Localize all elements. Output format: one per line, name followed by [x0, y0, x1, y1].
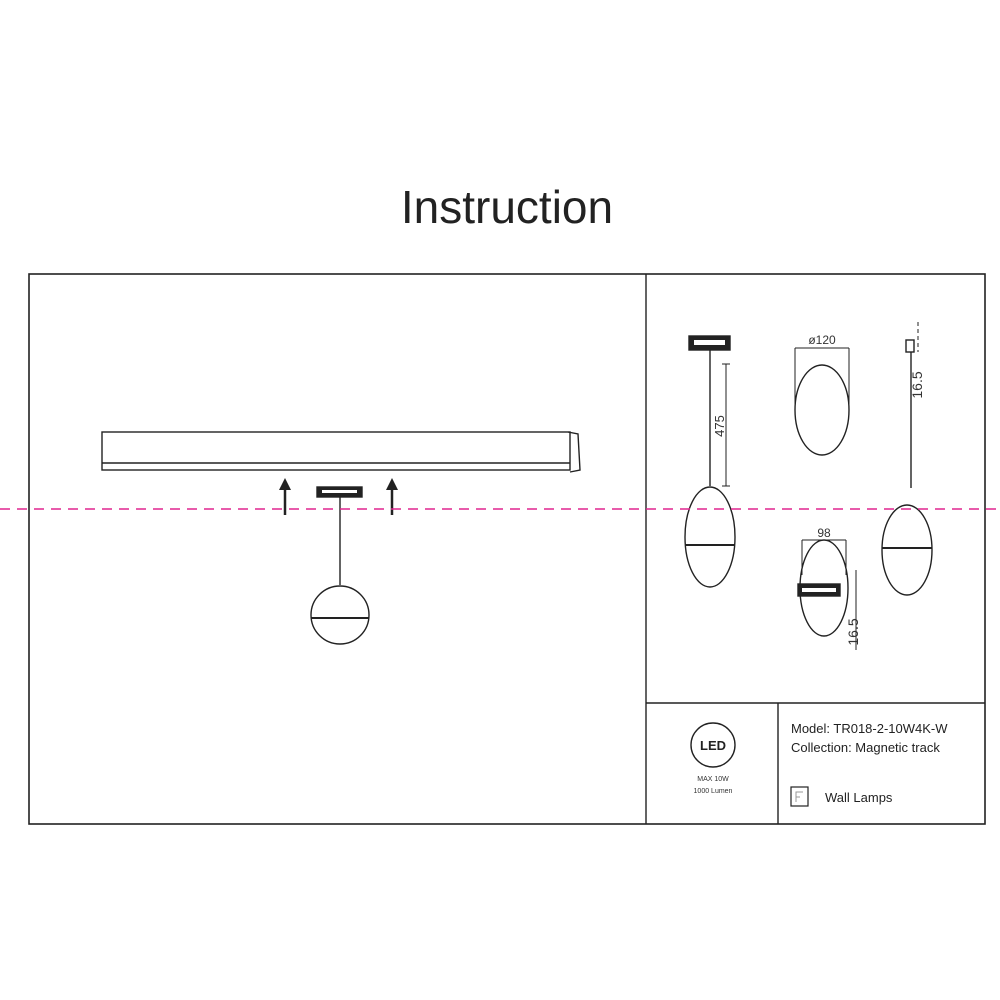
dimension-cable-length: 475 — [712, 415, 727, 437]
collection-label: Collection: Magnetic track — [791, 740, 940, 755]
magnetic-track — [101, 431, 581, 473]
model-label: Model: TR018-2-10W4K-W — [791, 721, 948, 736]
dimension-connector-bottom: 16.5 — [845, 618, 861, 645]
up-arrow-icon — [279, 478, 291, 515]
globe-bottom-view — [797, 539, 857, 650]
category-label: Wall Lamps — [825, 790, 893, 805]
dimension-connector-side: 16.5 — [909, 371, 925, 398]
globe-top-view — [794, 347, 850, 456]
up-arrow-icon — [386, 478, 398, 515]
lumen-output: 1000 Lumen — [693, 788, 733, 795]
pendant-lamp-install — [310, 486, 370, 645]
led-badge-label: LED — [700, 738, 726, 753]
dimension-diameter: ø120 — [808, 333, 836, 347]
led-badge-icon — [690, 722, 736, 768]
page-title: Instruction — [400, 181, 614, 233]
pendant-front-view — [684, 335, 736, 588]
wall-lamp-icon — [790, 786, 809, 807]
outer-frame — [28, 273, 986, 825]
pendant-side-view — [881, 322, 933, 596]
dimension-width: 98 — [817, 526, 831, 540]
max-power: MAX 10W — [697, 776, 729, 783]
